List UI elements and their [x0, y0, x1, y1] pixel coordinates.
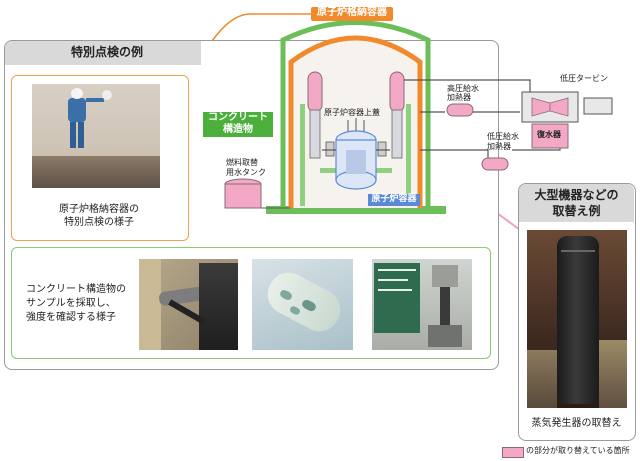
lp-heater-label-line1: 低圧給水: [487, 132, 519, 141]
legend-swatch: [502, 447, 524, 458]
concrete-caption-line2: サンプルを採取し、: [26, 298, 116, 309]
containment-caption-line2: 特別点検の様子: [64, 217, 134, 228]
special-inspection-title-bar: 特別点検の例: [5, 41, 201, 65]
concrete-label-line1: コンクリート: [203, 112, 273, 125]
replacement-caption: 蒸気発生器の取替え: [531, 418, 622, 429]
rpv-label: 原子炉容器: [368, 194, 420, 206]
concrete-strength-test-photo: [372, 259, 472, 350]
steam-generator-replacement-photo: [527, 230, 627, 408]
containment-caption-line1: 原子炉格納容器の: [59, 204, 139, 215]
replacement-title-line1: 大型機器などの: [534, 188, 619, 202]
special-inspection-title: 特別点検の例: [71, 45, 144, 59]
lp-heater: [481, 157, 509, 171]
fuel-tank-label-line2: 用水タンク: [226, 168, 266, 177]
lp-turbine: [521, 91, 613, 123]
containment-label: 原子炉格納容器: [311, 7, 393, 21]
concrete-drilling-photo: [139, 259, 238, 350]
condenser-label: 復水器: [537, 130, 561, 139]
fuel-tank-label-line1: 燃料取替: [226, 158, 258, 167]
legend: の部分が取り替えている箇所: [502, 446, 638, 458]
concrete-caption-line3: 強度を確認する様子: [26, 312, 116, 323]
replacement-title-bar: 大型機器などの 取替え例: [519, 184, 634, 222]
steam-generator-left: [307, 71, 323, 159]
hp-heater-label-line1: 高圧給水: [447, 84, 479, 93]
hp-heater-label-line2: 加熱器: [447, 93, 471, 102]
containment-inspection-photo: [32, 84, 160, 188]
rpv-head-label: 原子炉容器上蓋: [324, 108, 380, 117]
condenser: [531, 123, 569, 149]
concrete-core-sample-photo: [252, 259, 353, 350]
concrete-caption-line1: コンクリート構造物の: [26, 284, 126, 295]
reactor-vessel: [335, 130, 377, 190]
turbine-label: 低圧タービン: [560, 74, 608, 83]
hp-heater: [446, 103, 474, 117]
replacement-title-line2: 取替え例: [552, 204, 601, 218]
legend-text: の部分が取り替えている箇所: [526, 446, 630, 455]
steam-generator-right: [389, 71, 405, 159]
concrete-label-line2: 構造物: [203, 124, 273, 137]
lp-heater-label-line2: 加熱器: [487, 142, 511, 151]
fuel-water-tank: [224, 178, 262, 209]
